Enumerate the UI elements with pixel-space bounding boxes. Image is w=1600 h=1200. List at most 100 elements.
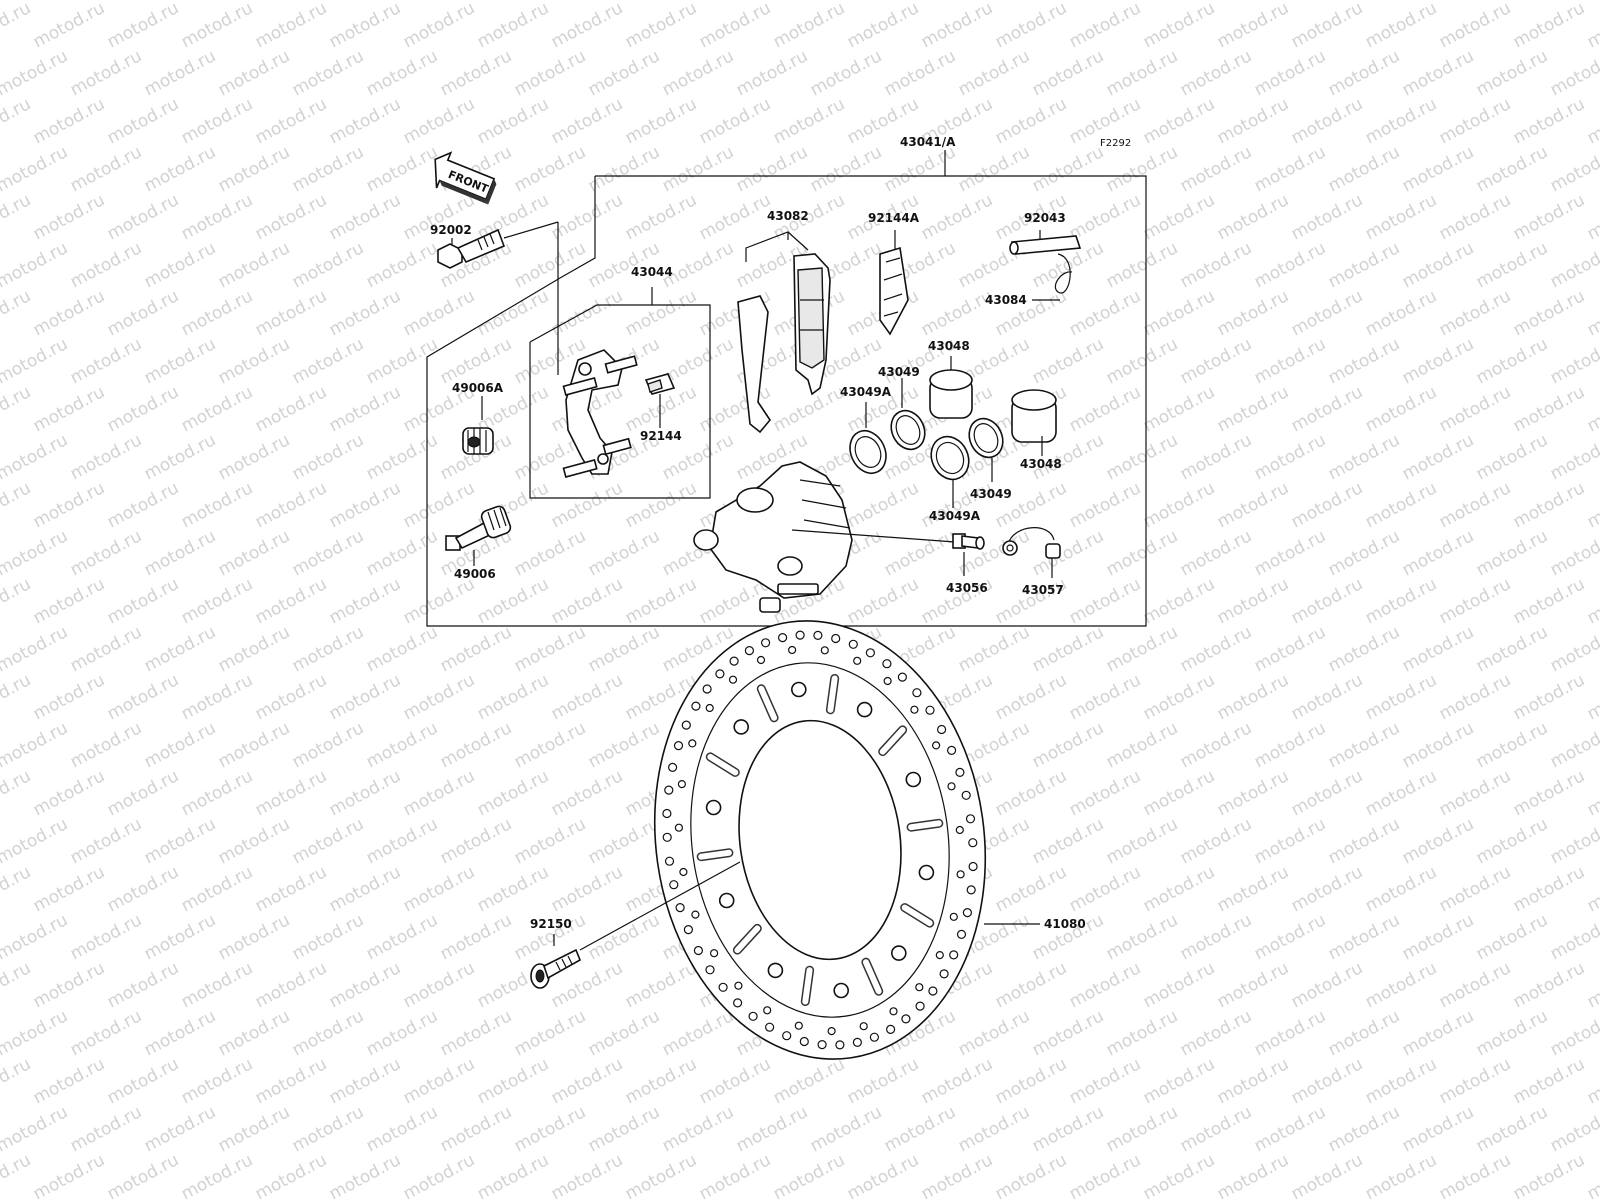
watermark-text: motod.ru bbox=[1547, 910, 1600, 964]
disc-hole bbox=[787, 645, 797, 655]
watermark-text: motod.ru bbox=[1436, 766, 1514, 820]
watermark-text: motod.ru bbox=[141, 718, 219, 772]
watermark-text: motod.ru bbox=[918, 190, 996, 244]
watermark-text: motod.ru bbox=[474, 574, 552, 628]
watermark-text: motod.ru bbox=[178, 574, 256, 628]
watermark-text: motod.ru bbox=[1103, 430, 1181, 484]
disc-hole bbox=[859, 1022, 868, 1031]
watermark-text: motod.ru bbox=[1177, 1102, 1255, 1156]
bleeder-cap-43057 bbox=[1002, 527, 1061, 578]
watermark-text: motod.ru bbox=[1436, 382, 1514, 436]
watermark-text: motod.ru bbox=[104, 286, 182, 340]
disc-bolt-hole bbox=[856, 701, 873, 718]
watermark-text: motod.ru bbox=[1584, 94, 1600, 148]
disc-hole bbox=[835, 1040, 845, 1050]
disc-slot-inner bbox=[879, 726, 906, 755]
watermark-text: motod.ru bbox=[67, 526, 145, 580]
watermark-text: motod.ru bbox=[1362, 1054, 1440, 1108]
watermark-text: motod.ru bbox=[1436, 670, 1514, 724]
watermark-text: motod.ru bbox=[1066, 478, 1144, 532]
watermark-text: motod.ru bbox=[1140, 0, 1218, 52]
watermark-text: motod.ru bbox=[844, 1150, 922, 1200]
watermark-text: motod.ru bbox=[1103, 526, 1181, 580]
disc-hole bbox=[691, 910, 700, 919]
watermark-text: motod.ru bbox=[215, 622, 293, 676]
watermark-text: motod.ru bbox=[30, 0, 108, 52]
watermark-text: motod.ru bbox=[289, 910, 367, 964]
watermark-text: motod.ru bbox=[1510, 382, 1588, 436]
watermark-text: motod.ru bbox=[1399, 142, 1477, 196]
seal-43049-top bbox=[890, 378, 926, 451]
watermark-text: motod.ru bbox=[1473, 1006, 1551, 1060]
disc-hole bbox=[705, 703, 714, 713]
watermark-text: motod.ru bbox=[1288, 94, 1366, 148]
watermark-text: motod.ru bbox=[474, 862, 552, 916]
disc-bolt-hole bbox=[918, 864, 935, 881]
watermark-text: motod.ru bbox=[511, 142, 589, 196]
bleeder-valve-43056 bbox=[952, 533, 985, 576]
disc-hole bbox=[931, 741, 941, 750]
watermark-text: motod.ru bbox=[178, 670, 256, 724]
watermark-text: motod.ru bbox=[992, 0, 1070, 52]
watermark-text: motod.ru bbox=[770, 0, 848, 52]
watermark-text: motod.ru bbox=[1251, 1102, 1329, 1156]
disc-hole bbox=[936, 724, 947, 735]
disc-hole bbox=[848, 639, 858, 649]
watermark-text: motod.ru bbox=[289, 142, 367, 196]
watermark-text: motod.ru bbox=[141, 814, 219, 868]
label-43049-top: 43049 bbox=[878, 365, 920, 379]
watermark-text: motod.ru bbox=[1473, 1102, 1551, 1156]
watermark-text: motod.ru bbox=[1251, 1006, 1329, 1060]
watermark-text: motod.ru bbox=[1177, 142, 1255, 196]
watermark-text: motod.ru bbox=[30, 478, 108, 532]
watermark-text: motod.ru bbox=[141, 46, 219, 100]
brake-pads-43082 bbox=[737, 231, 831, 434]
clip-43084 bbox=[1032, 253, 1073, 301]
watermark-text: motod.ru bbox=[67, 46, 145, 100]
watermark-text: motod.ru bbox=[1584, 286, 1600, 340]
watermark-text: motod.ru bbox=[326, 862, 404, 916]
disc-slot-inner bbox=[802, 967, 813, 1005]
watermark-text: motod.ru bbox=[289, 0, 367, 4]
watermark-text: motod.ru bbox=[1140, 1054, 1218, 1108]
watermark-text: motod.ru bbox=[1214, 1054, 1292, 1108]
watermark-text: motod.ru bbox=[1066, 1150, 1144, 1200]
watermark-text: motod.ru bbox=[1510, 286, 1588, 340]
watermark-text: motod.ru bbox=[1399, 238, 1477, 292]
disc-bolt-hole bbox=[905, 771, 922, 788]
disc-hole bbox=[962, 907, 973, 918]
watermark-text: motod.ru bbox=[1288, 862, 1366, 916]
watermark-text: motod.ru bbox=[1362, 190, 1440, 244]
disc-hole bbox=[912, 688, 922, 698]
watermark-text: motod.ru bbox=[1251, 430, 1329, 484]
watermark-text: motod.ru bbox=[992, 94, 1070, 148]
watermark-text: motod.ru bbox=[1066, 190, 1144, 244]
watermark-text: motod.ru bbox=[585, 1006, 663, 1060]
watermark-text: motod.ru bbox=[0, 0, 71, 4]
watermark-text: motod.ru bbox=[141, 1102, 219, 1156]
watermark-text: motod.ru bbox=[1547, 718, 1600, 772]
disc-bolt-hole bbox=[733, 719, 750, 735]
watermark-text: motod.ru bbox=[1510, 766, 1588, 820]
watermark-text: motod.ru bbox=[1066, 862, 1144, 916]
label-49006A: 49006A bbox=[452, 381, 504, 395]
watermark-text: motod.ru bbox=[733, 0, 811, 4]
watermark-text: motod.ru bbox=[326, 382, 404, 436]
watermark-text: motod.ru bbox=[955, 1102, 1033, 1156]
watermark-text: motod.ru bbox=[918, 1054, 996, 1108]
watermark-text: motod.ru bbox=[289, 718, 367, 772]
watermark-text: motod.ru bbox=[0, 574, 34, 628]
watermark-text: motod.ru bbox=[1288, 766, 1366, 820]
label-43048-top: 43048 bbox=[928, 339, 970, 353]
watermark-text: motod.ru bbox=[1029, 142, 1107, 196]
disc-bolt-hole bbox=[890, 945, 907, 961]
disc-hole bbox=[669, 880, 679, 890]
disc-hole bbox=[947, 782, 956, 791]
watermark-text: motod.ru bbox=[992, 1150, 1070, 1200]
disc-hole bbox=[764, 1022, 775, 1032]
disc-hole bbox=[728, 675, 738, 684]
watermark-text: motod.ru bbox=[326, 190, 404, 244]
watermark-text: motod.ru bbox=[1584, 1150, 1600, 1200]
watermark-text: motod.ru bbox=[1177, 910, 1255, 964]
